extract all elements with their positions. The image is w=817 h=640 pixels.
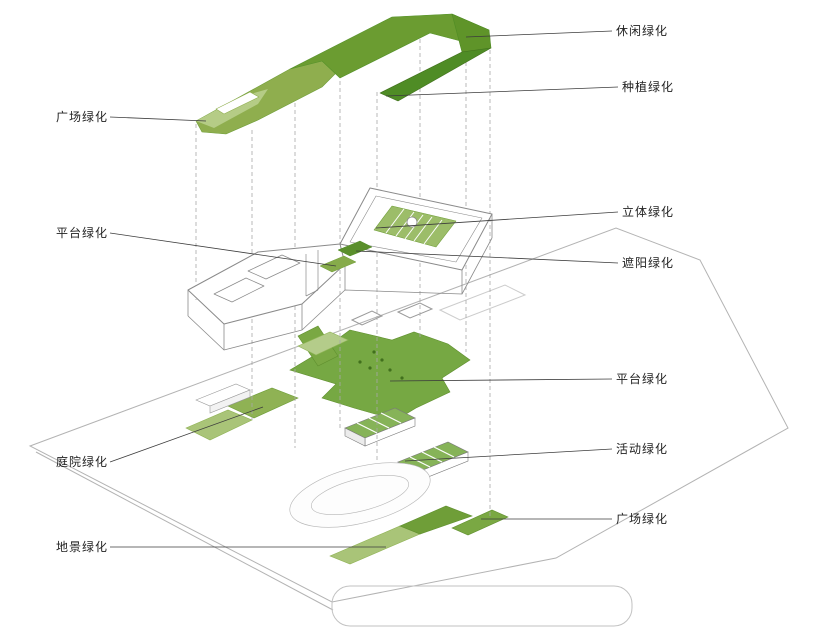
- site-small-outline-3: [438, 284, 527, 321]
- leader-leisure-greening: [465, 30, 613, 38]
- label-planting-greening: 种植绿化: [622, 80, 675, 94]
- courtyard-slot-1: [213, 277, 265, 303]
- label-leisure-greening: 休闲绿化: [616, 24, 669, 38]
- leader-shading-greening: [355, 250, 619, 264]
- label-landscape-greening: 地景绿化: [56, 540, 109, 554]
- leader-plaza-greening-top: [109, 116, 207, 122]
- building-level: [187, 187, 493, 351]
- label-plaza-greening-bottom: 广场绿化: [616, 512, 669, 526]
- site-small-outline-1: [396, 302, 434, 319]
- building-walls: [187, 214, 493, 351]
- leader-platform-greening-right: [389, 378, 613, 382]
- building-deck-inner: [349, 195, 483, 263]
- roof-garden-hatch: [385, 208, 443, 245]
- label-activity-greening: 活动绿化: [616, 442, 669, 456]
- leader-platform-greening-left: [109, 232, 337, 267]
- label-courtyard-greening: 庭院绿化: [56, 455, 109, 469]
- roof-ribbon: [195, 13, 492, 135]
- courtyard-slot-2: [247, 254, 301, 280]
- leader-activity-greening: [404, 448, 613, 462]
- plaza-strip: [451, 509, 509, 536]
- site-slab-building: [195, 383, 251, 414]
- leader-planting-greening: [385, 86, 619, 97]
- label-shading-greening: 遮阳绿化: [622, 256, 675, 270]
- running-track: [289, 462, 431, 528]
- roof-band-corner: [451, 13, 492, 53]
- label-platform-greening-right: 平台绿化: [616, 372, 669, 386]
- site-greenery: [185, 325, 509, 565]
- site-boundary-inner-line: [35, 451, 334, 611]
- roof-skylight: [406, 216, 418, 228]
- shading-green-patch: [337, 240, 373, 257]
- roof-garden-patch: [373, 205, 457, 248]
- building-core: [305, 250, 319, 297]
- label-vertical-greening: 立体绿化: [622, 205, 675, 219]
- landscape-strip: [329, 505, 473, 565]
- label-platform-greening-left: 平台绿化: [56, 226, 109, 240]
- leader-vertical-greening: [375, 211, 619, 229]
- roof-band-return: [379, 47, 492, 102]
- site-small-outline-2: [350, 310, 384, 326]
- roof-band-slot: [215, 91, 260, 115]
- courtyard-patches: [185, 331, 349, 441]
- platform-green-patch: [319, 255, 357, 273]
- tree-dots: [358, 350, 404, 380]
- leader-courtyard-greening: [109, 406, 264, 463]
- site-plan: [28, 227, 789, 627]
- label-plaza-greening-top: 广场绿化: [56, 110, 109, 124]
- site-annex-outline: [331, 585, 633, 627]
- leader-lines: [109, 30, 619, 548]
